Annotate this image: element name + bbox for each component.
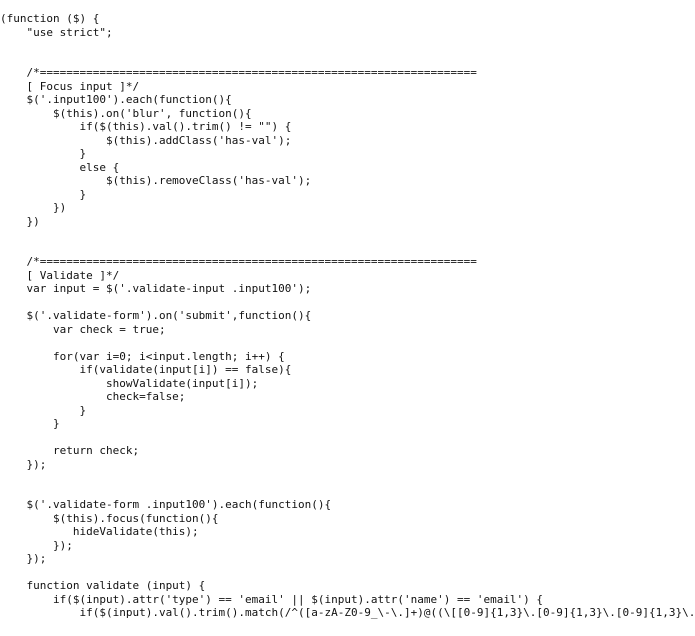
code-line: [0, 471, 689, 485]
code-line: }): [0, 201, 67, 214]
code-line: });: [0, 552, 47, 565]
code-line: $(this).removeClass('has-val');: [0, 174, 312, 187]
code-line: }: [0, 187, 87, 201]
code-line: [0, 242, 689, 256]
code-line: }: [0, 403, 87, 417]
code-line: [0, 485, 689, 499]
code-line: $('.validate-form').on('submit',function…: [0, 309, 312, 322]
code-line: /*======================================…: [0, 255, 477, 268]
code-line: if($(input).attr('type') == 'email' || $…: [0, 592, 544, 606]
code-line: [0, 336, 689, 350]
code-line: "use strict";: [0, 25, 113, 39]
code-line: function validate (input) {: [0, 579, 206, 592]
code-line: $('.validate-form .input100').each(funct…: [0, 498, 332, 511]
code-line: var check = true;: [0, 322, 166, 336]
code-line: }): [0, 214, 40, 228]
code-line: $(this).focus(function(){: [0, 511, 219, 525]
code-line: return check;: [0, 444, 140, 457]
code-line: else {: [0, 160, 120, 174]
code-line: });: [0, 457, 47, 471]
code-line: [0, 566, 689, 580]
code-line: if(validate(input[i]) == false){: [0, 363, 292, 376]
code-line: }: [0, 417, 60, 430]
code-line: $(this).addClass('has-val');: [0, 133, 292, 147]
code-line: if($(this).val().trim() != "") {: [0, 120, 292, 133]
code-line: check=false;: [0, 390, 186, 403]
code-line: });: [0, 538, 73, 552]
code-line: [0, 431, 689, 445]
code-line: showValidate(input[i]);: [0, 376, 259, 390]
code-line: [0, 296, 689, 310]
code-line: (function ($) {: [0, 12, 100, 25]
code-view: (function ($) { "use strict"; /*========…: [0, 12, 695, 636]
code-line: if($(input).val().trim().match(/^([a-zA-…: [0, 606, 695, 619]
code-line: [0, 53, 689, 67]
code-line: [ Validate ]*/: [0, 268, 120, 282]
code-line: }: [0, 147, 87, 160]
code-line: [0, 228, 689, 242]
code-line: [ Focus input ]*/: [0, 79, 140, 93]
code-line: for(var i=0; i<input.length; i++) {: [0, 349, 285, 363]
code-line: [0, 39, 689, 53]
code-line: $(this).on('blur', function(){: [0, 106, 252, 120]
code-line: var input = $('.validate-input .input100…: [0, 282, 312, 295]
code-line: /*======================================…: [0, 66, 477, 79]
code-line: $('.input100').each(function(){: [0, 93, 232, 106]
code-line: hideValidate(this);: [0, 525, 199, 538]
